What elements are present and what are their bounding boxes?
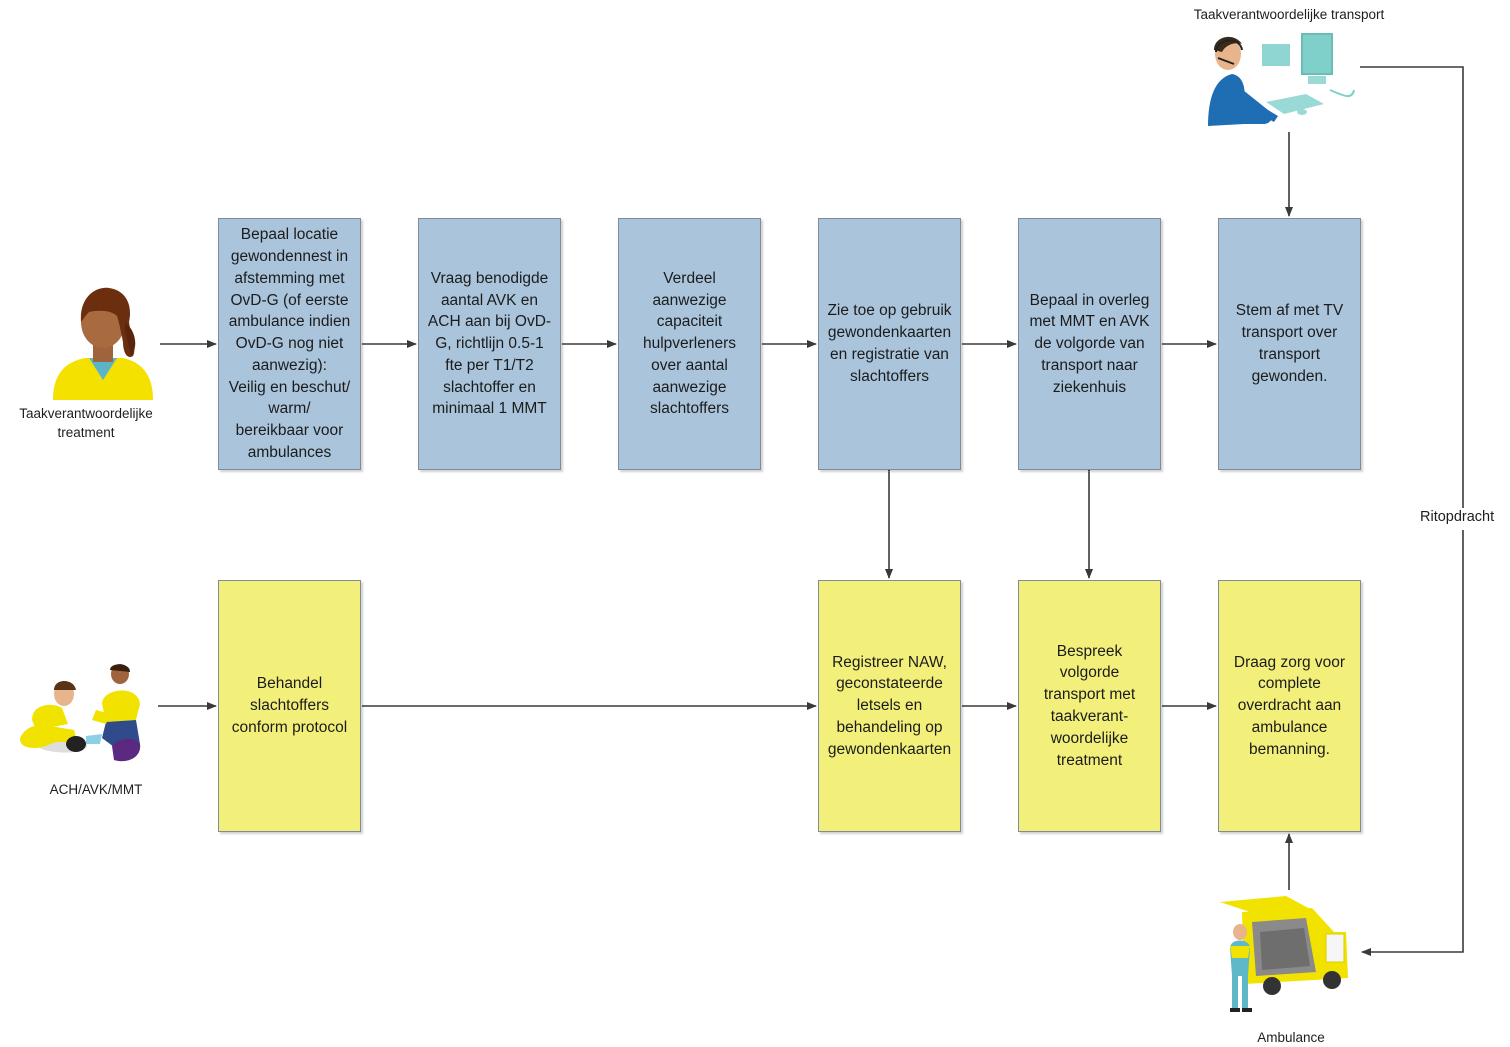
actor-label-ambulance: Ambulance (1257, 1030, 1325, 1045)
step-text: Zie toe op gebruik gewondenkaarten en re… (827, 302, 952, 385)
ritopdracht-line-lower (1361, 530, 1464, 956)
step-text: Behandel slachtoffers conform protocol (231, 675, 348, 736)
step-box-behandel: Behandel slachtoffers conform protocol (218, 580, 361, 832)
dispatcher-computer-icon (1208, 33, 1355, 126)
actor-label-transport: Taakverantwoordelijke transport (1193, 7, 1385, 22)
step-text: Verdeel aanwezige capaciteit hulpverlene… (642, 269, 737, 418)
step-text: Vraag benodigde aantal AVK en ACH aan bi… (427, 269, 552, 418)
step-box-vraag: Vraag benodigde aantal AVK en ACH aan bi… (418, 218, 561, 470)
actor-label-treatment: Taakverantwoordelijke treatment (19, 406, 153, 440)
step-box-registreer: Registreer NAW, geconstateerde letsels e… (818, 580, 961, 832)
step-box-locatie: Bepaal locatie gewondennest in afstemmin… (218, 218, 361, 470)
step-text: Draag zorg voor complete overdracht aan … (1233, 653, 1346, 758)
ambulance-van-icon (1220, 896, 1348, 1012)
step-text: Stem af met TV transport over transport … (1235, 302, 1344, 385)
ritopdracht-line (1360, 66, 1464, 508)
step-box-bespreek: Bespreek volgorde transport met taakvera… (1018, 580, 1161, 832)
step-box-afstemmen: Stem af met TV transport over transport … (1218, 218, 1361, 470)
ritopdracht-label: Ritopdracht (1420, 509, 1495, 525)
step-box-verdeel: Verdeel aanwezige capaciteit hulpverlene… (618, 218, 761, 470)
step-text: Registreer NAW, geconstateerde letsels e… (827, 653, 952, 758)
step-box-volgorde: Bepaal in overleg met MMT en AVK de volg… (1018, 218, 1161, 470)
step-box-overdracht: Draag zorg voor complete overdracht aan … (1218, 580, 1361, 832)
nurse-icon (53, 287, 153, 400)
step-box-toezicht: Zie toe op gebruik gewondenkaarten en re… (818, 218, 961, 470)
paramedics-treating-patient-icon (20, 664, 141, 762)
actor-label-ach: ACH/AVK/MMT (49, 782, 143, 797)
step-text: Bepaal in overleg met MMT en AVK de volg… (1029, 291, 1150, 396)
step-text: Bepaal locatie gewondennest in afstemmin… (228, 226, 351, 462)
step-text: Bespreek volgorde transport met taakvera… (1043, 642, 1136, 769)
